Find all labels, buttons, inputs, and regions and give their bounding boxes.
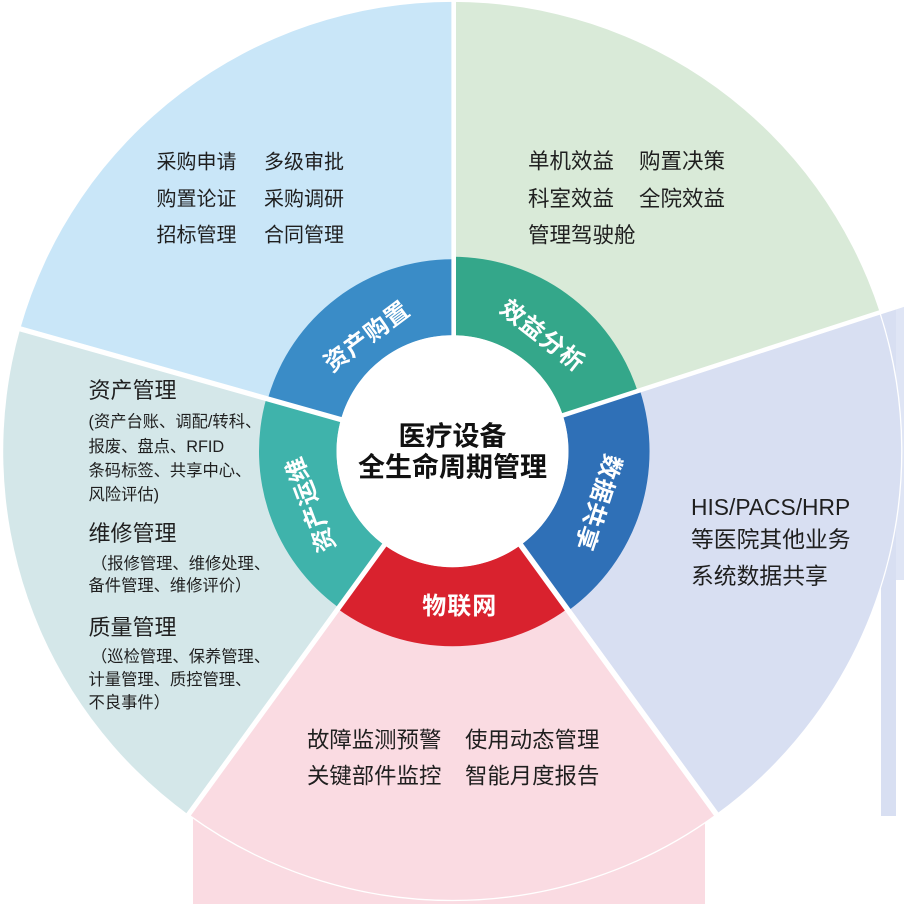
svg-text:医疗设备: 医疗设备 xyxy=(399,421,507,451)
svg-text:质量管理: 质量管理 xyxy=(89,615,177,640)
svg-text:维修管理: 维修管理 xyxy=(89,521,177,546)
svg-text:关键部件监控: 关键部件监控 xyxy=(307,764,441,789)
svg-text:全院效益: 全院效益 xyxy=(639,187,725,211)
svg-text:风险评估): 风险评估) xyxy=(89,486,160,504)
svg-text:使用动态管理: 使用动态管理 xyxy=(465,728,599,753)
svg-text:物联网: 物联网 xyxy=(422,593,497,620)
svg-text:单机效益: 单机效益 xyxy=(528,150,614,174)
svg-text:招标管理: 招标管理 xyxy=(157,224,237,247)
svg-text:(资产台账、调配/转科、: (资产台账、调配/转科、 xyxy=(89,413,262,431)
svg-text:科室效益: 科室效益 xyxy=(528,187,614,211)
svg-text:（巡检管理、保养管理、: （巡检管理、保养管理、 xyxy=(91,648,270,666)
svg-text:合同管理: 合同管理 xyxy=(264,224,344,247)
svg-text:等医院其他业务: 等医院其他业务 xyxy=(691,527,851,553)
svg-text:管理驾驶舱: 管理驾驶舱 xyxy=(528,224,636,248)
svg-text:备件管理、维修评价）: 备件管理、维修评价） xyxy=(89,577,252,595)
svg-text:（报修管理、维修处理、: （报修管理、维修处理、 xyxy=(91,555,270,573)
svg-text:采购调研: 采购调研 xyxy=(264,188,344,211)
svg-text:资产管理: 资产管理 xyxy=(89,378,177,403)
svg-text:购置论证: 购置论证 xyxy=(157,188,237,211)
svg-text:采购申请: 采购申请 xyxy=(157,151,237,174)
svg-text:系统数据共享: 系统数据共享 xyxy=(691,563,828,589)
svg-text:不良事件）: 不良事件） xyxy=(89,694,170,712)
svg-text:全生命周期管理: 全生命周期管理 xyxy=(358,452,547,483)
svg-text:条码标签、共享中心、: 条码标签、共享中心、 xyxy=(89,462,252,480)
svg-text:智能月度报告: 智能月度报告 xyxy=(465,764,599,789)
svg-text:多级审批: 多级审批 xyxy=(264,151,344,174)
svg-text:故障监测预警: 故障监测预警 xyxy=(307,728,441,753)
svg-text:HIS/PACS/HRP: HIS/PACS/HRP xyxy=(691,494,850,520)
svg-text:计量管理、质控管理、: 计量管理、质控管理、 xyxy=(89,671,252,689)
svg-text:购置决策: 购置决策 xyxy=(639,150,725,174)
svg-text:报废、盘点、RFID: 报废、盘点、RFID xyxy=(89,437,225,456)
